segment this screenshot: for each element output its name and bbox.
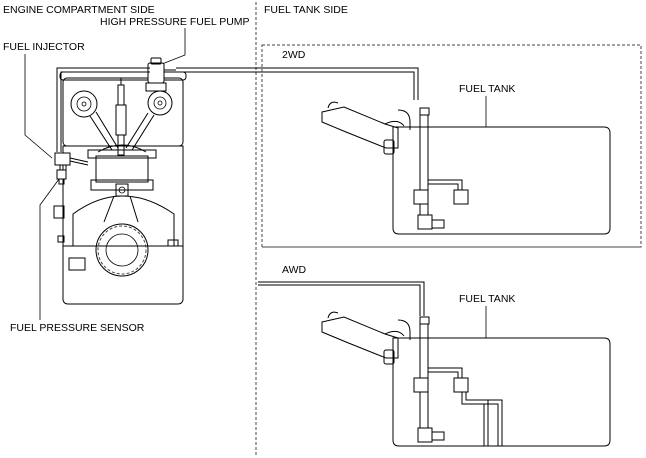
engine-assembly [53, 71, 187, 305]
awd-fuel-filter [453, 377, 469, 393]
twowd-fuel-tank [321, 101, 611, 235]
high-pressure-fuel-pump [145, 57, 176, 92]
awd-title: AWD [282, 264, 307, 276]
awd-fuel-tank [321, 311, 611, 447]
crank-ring [95, 223, 149, 277]
tank-side-heading: FUEL TANK SIDE [264, 4, 348, 16]
twowd-tank-label: FUEL TANK [459, 83, 515, 95]
twowd-title: 2WD [282, 49, 306, 61]
fuel-pressure-sensor-label: FUEL PRESSURE SENSOR [10, 322, 145, 334]
awd-fuel-pump-module [413, 377, 429, 393]
exhaust-cam [147, 90, 173, 116]
engine-fuel-lines [56, 67, 425, 316]
twowd-region [261, 44, 642, 248]
intake-cam [70, 90, 98, 118]
fuel-injector-label: FUEL INJECTOR [3, 41, 85, 53]
high-pressure-pump-label: HIGH PRESSURE FUEL PUMP [100, 16, 250, 28]
fuel-pressure-sensor [56, 169, 67, 185]
engine-side-heading: ENGINE COMPARTMENT SIDE [3, 4, 155, 16]
callout-leaders [24, 28, 186, 320]
twowd-fuel-pump-module [413, 189, 429, 205]
awd-tank-label: FUEL TANK [459, 293, 515, 305]
twowd-fuel-filter [453, 189, 469, 205]
